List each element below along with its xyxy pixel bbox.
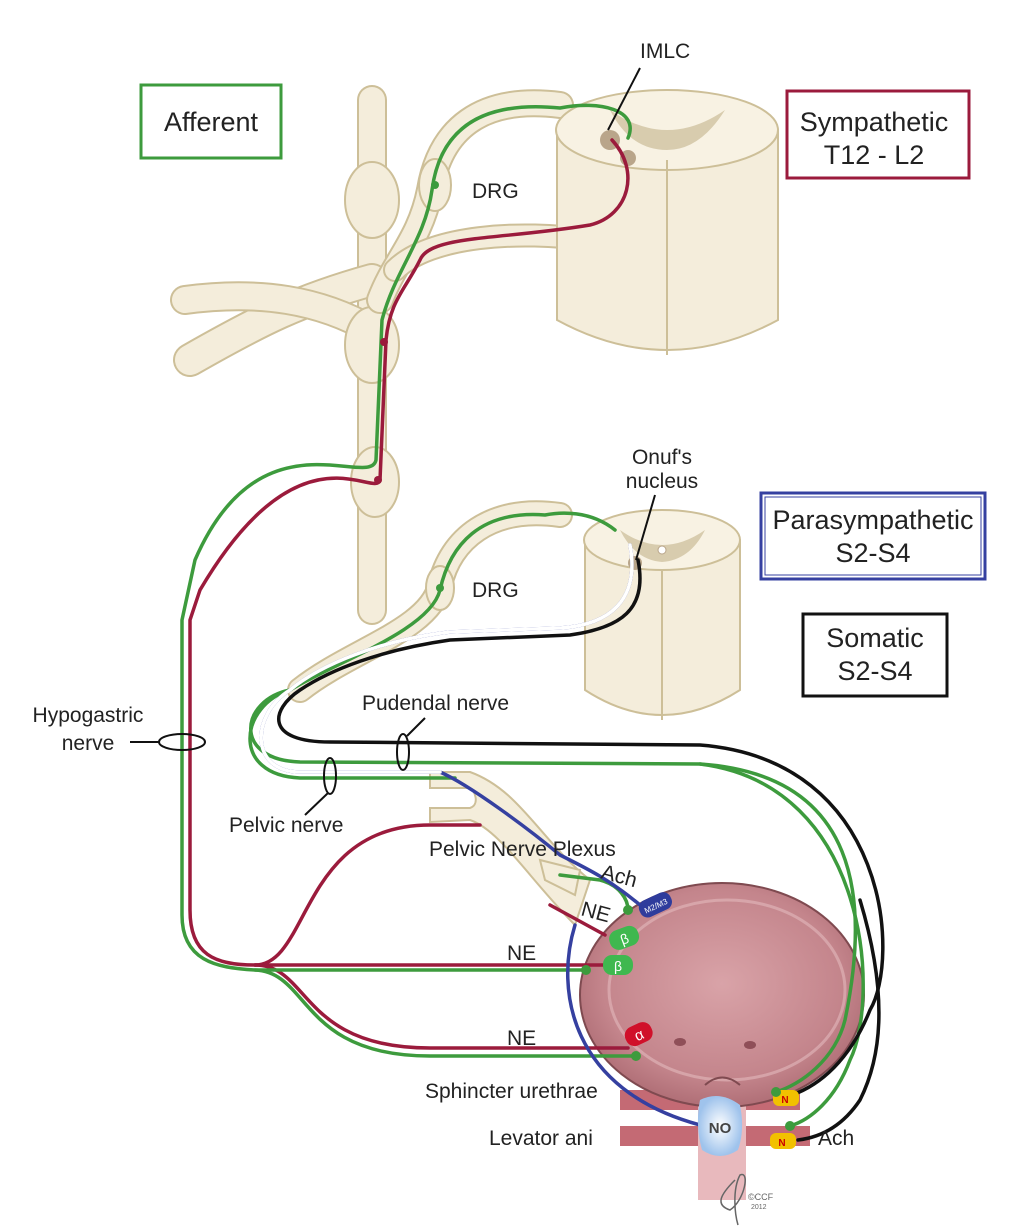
svg-text:Afferent: Afferent — [164, 107, 259, 137]
pelvic-nerve-plexus — [429, 771, 592, 927]
svg-text:Somatic: Somatic — [826, 623, 924, 653]
drg-lower-label: DRG — [472, 579, 519, 602]
imlc-label: IMLC — [640, 40, 690, 63]
ccf-signature-logo: ©CCF 2012 — [720, 1173, 774, 1226]
pelvic-ring — [323, 757, 337, 795]
sphincter-label: Sphincter urethrae — [425, 1080, 598, 1103]
svg-text:©CCF: ©CCF — [748, 1192, 774, 1202]
beta-receptor-2: β — [603, 955, 633, 975]
alpha-receptor: α — [624, 1022, 653, 1047]
legend-parasympathetic: Parasympathetic S2-S4 — [759, 491, 987, 581]
beta-receptor-1: β — [609, 925, 640, 950]
levator-label: Levator ani — [489, 1127, 593, 1150]
plexus-label: Pelvic Nerve Plexus — [429, 838, 616, 861]
receptors: M2/M3 β β α N N NO — [603, 892, 799, 1156]
svg-text:T12 - L2: T12 - L2 — [824, 140, 925, 170]
ne-label-2: NE — [507, 942, 536, 965]
hypogastric-label-1: Hypogastric — [33, 704, 144, 727]
legend-somatic: Somatic S2-S4 — [801, 612, 949, 698]
muscarinic-receptor: M2/M3 — [638, 892, 672, 918]
drg-upper-label: DRG — [472, 180, 519, 203]
parasympathetic-fibers — [259, 543, 702, 1127]
nitric-oxide-cloud — [697, 1096, 743, 1156]
svg-text:Parasympathetic: Parasympathetic — [772, 505, 973, 535]
svg-text:S2-S4: S2-S4 — [835, 538, 910, 568]
afferent-fibers — [180, 103, 865, 1128]
hypogastric-label-2: nerve — [62, 732, 115, 755]
pelvic-label: Pelvic nerve — [229, 814, 343, 837]
legend-afferent: Afferent — [139, 83, 283, 160]
svg-text:N: N — [778, 1138, 785, 1149]
onufs-label-1: Onuf's — [632, 446, 692, 469]
ach-top-label: Ach — [599, 861, 640, 893]
svg-text:Sympathetic: Sympathetic — [800, 107, 949, 137]
bladder — [579, 882, 865, 1200]
sympathetic-fibers — [188, 138, 630, 1050]
nicotinic-receptor-2: N — [770, 1133, 796, 1149]
labels: IMLC DRG DRG Onuf's nucleus Hypogastric … — [33, 40, 855, 1150]
legend-sympathetic: Sympathetic T12 - L2 — [785, 89, 971, 180]
svg-text:β: β — [614, 958, 622, 974]
svg-text:NO: NO — [709, 1120, 732, 1137]
onufs-label-2: nucleus — [626, 470, 698, 493]
sympathetic-chain — [170, 85, 602, 625]
svg-text:N: N — [781, 1095, 788, 1106]
pudendal-ring — [396, 733, 410, 771]
spinal-cord-upper — [555, 89, 779, 355]
nerve-markers — [130, 67, 656, 816]
pudendal-label: Pudendal nerve — [362, 692, 509, 715]
svg-text:S2-S4: S2-S4 — [837, 656, 912, 686]
somatic-fibers — [277, 558, 885, 1142]
ne-label-3: NE — [507, 1027, 536, 1050]
svg-text:2012: 2012 — [751, 1204, 767, 1211]
ach-bottom-label: Ach — [818, 1127, 854, 1150]
synapse-dots — [374, 181, 795, 1131]
